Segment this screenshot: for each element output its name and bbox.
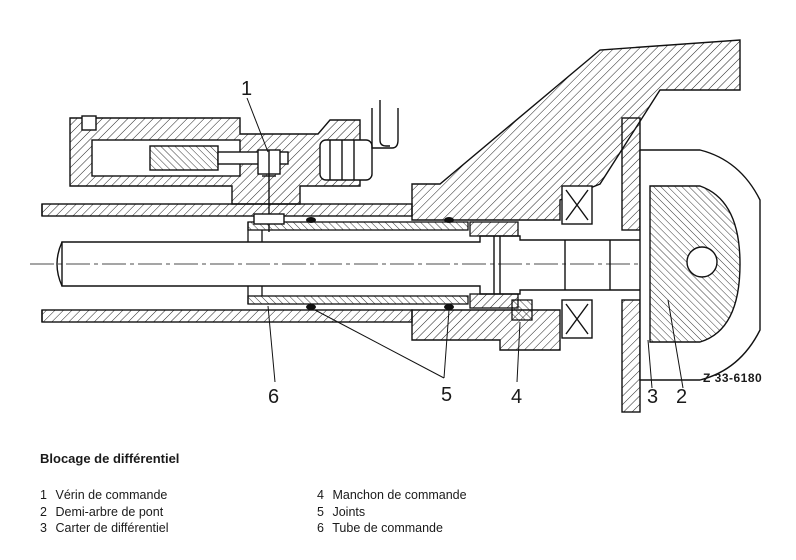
legend-item: 1 Vérin de commande [40,487,169,504]
legend-number: 3 [40,521,47,535]
actuator-cylinder [69,100,399,232]
callout-5: 5 [441,384,453,406]
legend-item: 2 Demi-arbre de pont [40,504,169,521]
callout-6: 6 [268,386,280,408]
legend-number: 5 [317,504,324,519]
legend-item: 6 Tube de commande [317,520,467,537]
legend-text: Vérin de commande [55,488,168,502]
figure-reference-code: Z 33-6180 [703,371,763,385]
figure-caption: Blocage de différentiel [40,451,180,466]
cross-section-drawing [30,39,761,413]
legend-text: Tube de commande [332,521,443,535]
callout-1: 1 [241,78,253,100]
callout-3: 3 [647,386,659,408]
legend-item: 4 Manchon de commande [317,487,467,504]
differential-housing [411,39,761,413]
callout-4: 4 [511,386,523,408]
legend-number: 1 [40,488,47,502]
leader-lines [246,97,684,389]
legend-left: 1 Vérin de commande 2 Demi-arbre de pont… [40,487,169,537]
legend-number: 2 [40,504,47,519]
half-shaft [30,235,730,295]
legend-item: 3 Carter de différentiel [40,520,169,537]
legend-text: Joints [332,504,366,519]
legend-text: Manchon de commande [332,488,467,502]
legend-number: 4 [317,488,324,502]
callout-2: 2 [676,386,688,408]
legend-right: 4 Manchon de commande 5 Joints 6 Tube de… [317,487,467,537]
legend-text: Carter de différentiel [55,521,169,535]
legend-number: 6 [317,521,324,535]
legend-text: Demi-arbre de pont [55,504,164,519]
legend-item: 5 Joints [317,504,467,521]
